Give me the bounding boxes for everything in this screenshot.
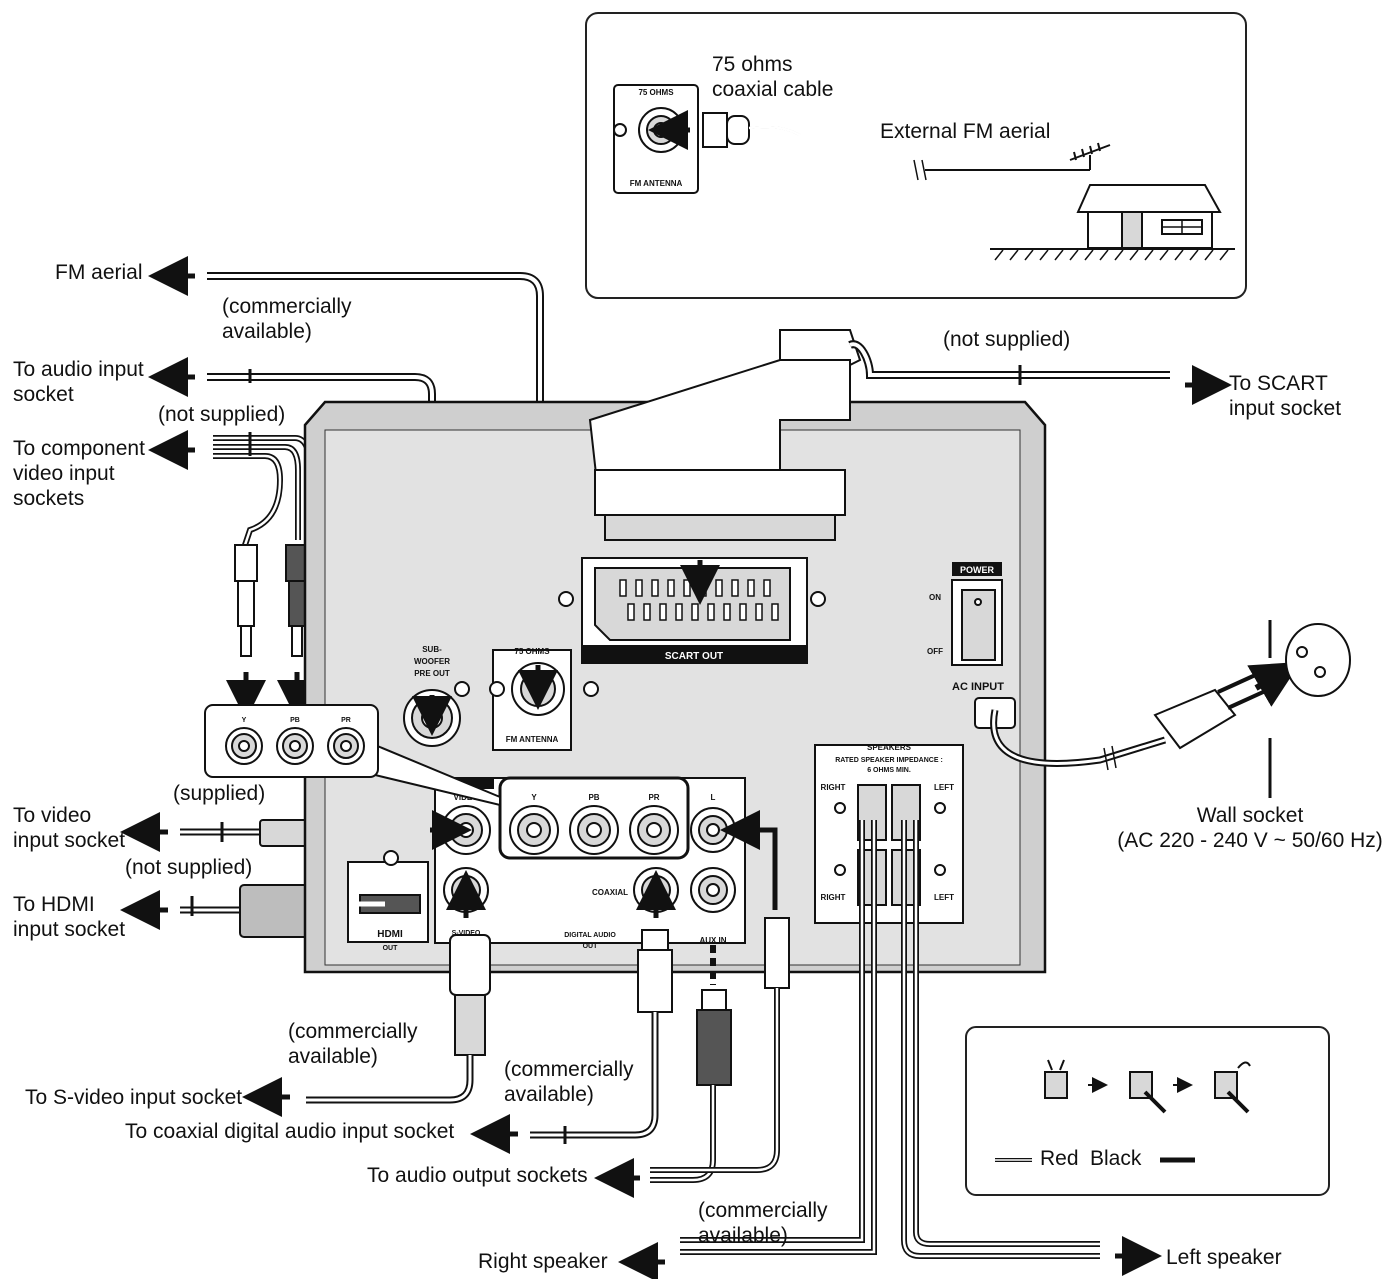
- speaker-right-top: RIGHT: [821, 783, 846, 792]
- component-callout: Y PB PR: [204, 704, 501, 807]
- digital-audio-label-1: DIGITAL AUDIO: [564, 932, 616, 939]
- fm-aerial-inset: 75 OHMS FM ANTENNA: [585, 12, 1247, 299]
- hdmi-label: HDMI: [377, 929, 403, 940]
- inset-cable-label: 75 ohms coaxial cable: [712, 53, 834, 101]
- to-svideo-label: To S-video input socket: [25, 1086, 243, 1109]
- not-supplied-label-2: (not supplied): [125, 856, 253, 879]
- speaker-wire-legend: [965, 1026, 1330, 1196]
- svideo-label: S-VIDEO: [452, 930, 481, 937]
- ac-input-label: AC INPUT: [952, 681, 1004, 693]
- to-audio-output-label: To audio output sockets: [367, 1164, 588, 1187]
- comp-y-label: Y: [531, 793, 537, 802]
- coaxial-label: COAXIAL: [592, 888, 628, 897]
- subwoofer-label-2: WOOFER: [414, 657, 450, 666]
- speakers-label: SPEAKERS: [867, 743, 912, 752]
- off-label: OFF: [927, 647, 943, 656]
- not-supplied-label-1: (not supplied): [158, 403, 286, 426]
- digital-audio-label-2: OUT: [583, 943, 599, 950]
- fm-aerial-label: FM aerial: [55, 261, 143, 284]
- to-hdmi-label: To HDMI input socket: [13, 893, 126, 941]
- left-speaker-label: Left speaker: [1166, 1246, 1282, 1269]
- to-coaxial-label: To coaxial digital audio input socket: [125, 1120, 455, 1143]
- speaker-left-top: LEFT: [934, 783, 954, 792]
- inset-aerial-label: External FM aerial: [880, 120, 1051, 143]
- hdmi-out-label: OUT: [383, 945, 399, 952]
- impedance-label-2: 6 OHMS MIN.: [867, 767, 911, 774]
- subwoofer-label-3: PRE OUT: [414, 669, 450, 678]
- not-supplied-scart-label: (not supplied): [943, 328, 1071, 351]
- callout-pb-label: PB: [290, 717, 300, 724]
- speaker-right-bottom: RIGHT: [821, 893, 846, 902]
- bottom-cables: [242, 620, 1351, 1279]
- to-scart-label: To SCART input socket: [1229, 372, 1342, 420]
- legend-black-label: Black: [1090, 1147, 1142, 1170]
- wall-socket-label: Wall socket (AC 220 - 240 V ~ 50/60 Hz): [1117, 804, 1383, 852]
- comp-pr-label: PR: [648, 793, 659, 802]
- impedance-label-1: RATED SPEAKER IMPEDANCE :: [835, 757, 943, 764]
- fm-ohms-label: 75 OHMS: [514, 647, 550, 656]
- inset-socket-bottom-label: FM ANTENNA: [630, 179, 683, 188]
- fm-antenna-label: FM ANTENNA: [506, 735, 559, 744]
- subwoofer-label-1: SUB-: [422, 645, 442, 654]
- inset-socket-top-label: 75 OHMS: [638, 88, 674, 97]
- speaker-left-bottom: LEFT: [934, 893, 954, 902]
- power-label: POWER: [960, 565, 995, 575]
- commercially-available-label-3: (commercially available): [504, 1058, 634, 1106]
- supplied-label: (supplied): [173, 782, 266, 805]
- right-speaker-label: Right speaker: [478, 1250, 608, 1273]
- on-label: ON: [929, 593, 941, 602]
- commercially-available-label-2: (commercially available): [288, 1020, 418, 1068]
- scart-out-label: SCART OUT: [665, 651, 723, 662]
- callout-y-label: Y: [242, 717, 247, 724]
- callout-pr-label: PR: [341, 717, 351, 724]
- to-audio-input-label: To audio input socket: [13, 358, 144, 406]
- legend-red-label: Red: [1040, 1147, 1079, 1170]
- comp-pb-label: PB: [588, 793, 599, 802]
- unit-rear-panel: SCART OUT SUB- WOOFER PRE OUT 75 OHMS FM…: [303, 329, 1232, 989]
- aux-in-label: AUX IN: [699, 936, 726, 945]
- commercially-available-label-1: (commercially available): [222, 295, 352, 343]
- aux-l-label: L: [711, 793, 716, 802]
- to-video-input-label: To video input socket: [13, 804, 126, 852]
- to-component-video-label: To component video input sockets: [13, 437, 145, 510]
- commercially-available-label-4: (commercially available): [698, 1199, 828, 1247]
